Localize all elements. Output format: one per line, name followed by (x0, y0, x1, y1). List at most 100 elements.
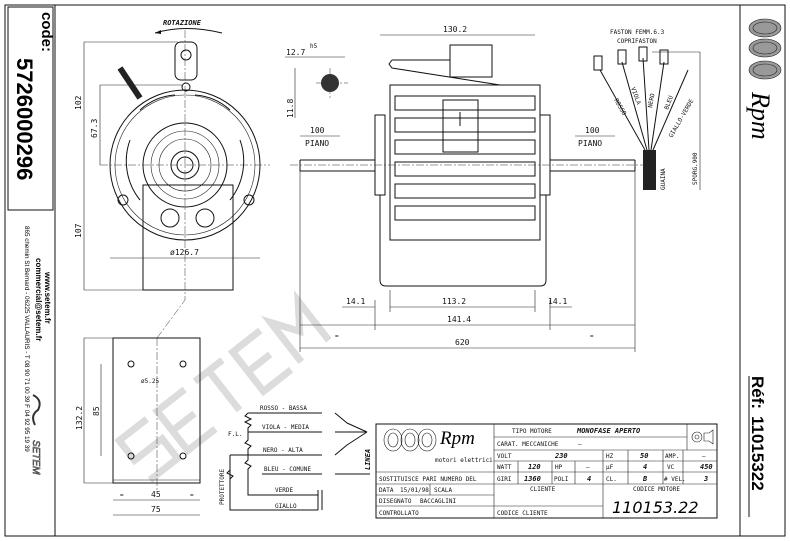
cl-value: B (642, 475, 648, 483)
email: commercial@setem.fr (34, 258, 43, 341)
rotation-label: ROTAZIONE (163, 19, 202, 27)
side-view: 130.2 100 PIANO 100 PIANO 14.1 113.2 (290, 25, 645, 352)
vc-label: VC (667, 464, 675, 471)
sheath-label: GUAINA (660, 168, 667, 190)
cl-label: CL. (606, 476, 617, 483)
code-box (7, 6, 54, 211)
dim-45: 45 (151, 490, 161, 499)
rpm-logo: Rpm (746, 18, 782, 140)
front-view: ROTAZIONE 102 67.3 107 ø126.7 (74, 19, 270, 300)
controllato-label: CONTROLLATO (379, 510, 419, 517)
carat-value: — (578, 441, 582, 448)
dim-107: 107 (74, 223, 83, 238)
dim-132-2: 132.2 (75, 406, 84, 430)
wire-viola-media: VIOLA - MEDIA (262, 424, 309, 431)
bracket-view: ø5.25 132.2 85 45 75 = = (75, 299, 201, 516)
left-strip: code: 5726000296 www.setem.fr commercial… (7, 6, 55, 475)
equal-mark: = (120, 492, 124, 499)
hz-value: 50 (640, 452, 648, 460)
setem-logo-text: SETEM (30, 440, 41, 475)
dim-14-1-right: 14.1 (548, 297, 567, 306)
data-label: DATA (379, 487, 394, 494)
title-block: Rpm motori elettrici TIPO MOTORE MONOFAS… (375, 423, 718, 519)
tipo-motore-label: TIPO MOTORE (512, 428, 552, 435)
verde-label: VERDE (275, 487, 293, 494)
volt-label: VOLT (497, 453, 512, 460)
wire-label: BLEU (663, 94, 675, 110)
wire-rosso-bassa: ROSSO - BASSA (260, 405, 307, 412)
amp-label: AMP. (665, 453, 679, 460)
hz-label: HZ (606, 453, 614, 460)
wire-label: ROSSO (612, 98, 627, 117)
ref-value: 11015322 (748, 416, 767, 491)
setem-logo: SETEM (30, 394, 41, 475)
poli-label: POLI (554, 476, 569, 483)
dim-width: 130.2 (443, 25, 467, 34)
flat-left-length: 100 (310, 126, 325, 135)
code-label: code: (38, 12, 55, 52)
watt-value: 120 (528, 463, 541, 471)
fl-label: F.L. (228, 431, 242, 438)
website: www.setem.fr (43, 271, 52, 324)
dim-67-3: 67.3 (90, 119, 99, 138)
shaft-diameter: 12.7 (286, 48, 305, 57)
faston-line2: COPRIFASTON (617, 38, 657, 45)
dim-141-4: 141.4 (447, 315, 471, 324)
codice-cliente-label: CODICE CLIENTE (497, 510, 548, 517)
code-value: 5726000296 (12, 58, 37, 180)
sheath (643, 150, 656, 190)
hp-label: HP (555, 464, 563, 471)
ref-label: Réf: (748, 376, 767, 409)
flat-left-label: PIANO (305, 139, 329, 148)
projection-symbol-icon (691, 429, 714, 445)
giri-value: 1360 (524, 475, 541, 483)
wire-bleu-comune: BLEU - COMUNE (264, 466, 311, 473)
shaft-tolerance: h5 (310, 43, 318, 50)
right-strip: Rpm Réf: 11015322 (746, 18, 782, 517)
flat-right-label: PIANO (578, 139, 602, 148)
tipo-motore-value: MONOFASE APERTO (576, 427, 640, 435)
flat-right-length: 100 (585, 126, 600, 135)
dim-620: 620 (455, 338, 470, 347)
data-value: 15/01/98 (400, 487, 429, 494)
cable-detail: FASTON FEMM.6.3 COPRIFASTON ROSSO VIOLA … (593, 29, 701, 190)
vc-value: 450 (700, 463, 713, 471)
disegnato-label: DISEGNATO (379, 498, 412, 505)
dim-102: 102 (74, 95, 83, 110)
shaft-flat: 11.8 (286, 99, 295, 118)
title-logo-sub: motori elettrici (435, 457, 493, 464)
watt-label: WATT (497, 464, 512, 471)
poli-value: 4 (587, 475, 591, 483)
rotation-arrow-icon (154, 28, 223, 34)
scala-label: SCALA (434, 487, 452, 494)
wire-nero-alta: NERO - ALTA (263, 447, 303, 454)
codice-motore-label: CODICE MOTORE (633, 486, 680, 493)
uf-value: 4 (643, 463, 647, 471)
dim-85: 85 (92, 406, 101, 416)
carat-label: CARAT. MECCANICHE (497, 441, 559, 448)
shaft-detail: 12.7 h5 11.8 (285, 43, 348, 118)
wire-label: NERO (647, 93, 656, 109)
rpm-logo-text: Rpm (746, 91, 775, 140)
dim-75: 75 (151, 505, 161, 514)
linea-label: LINEA (364, 449, 372, 470)
address: 865 chemin St Bernard - 06225 VALLAURIS … (23, 226, 30, 452)
equal-mark: = (190, 492, 194, 499)
equal-mark-left: = (335, 333, 339, 340)
protector-label: PROTETTORE (219, 468, 226, 505)
amp-value: — (702, 453, 706, 460)
faston-line1: FASTON FEMM.6.3 (610, 29, 665, 36)
giri-label: GIRI (497, 476, 512, 483)
uf-label: µF (606, 464, 614, 471)
wire-label: VIOLA (629, 86, 642, 106)
volt-value: 230 (554, 452, 568, 460)
drawing-border (4, 4, 786, 537)
dim-113-2: 113.2 (442, 297, 466, 306)
cliente-label: CLIENTE (530, 486, 556, 493)
codice-motore-value: 110153.22 (612, 498, 699, 517)
hp-value: — (586, 464, 590, 471)
length-label: SPORG.900 (692, 152, 699, 185)
watermark (114, 289, 332, 483)
equal-mark-right: = (590, 333, 594, 340)
